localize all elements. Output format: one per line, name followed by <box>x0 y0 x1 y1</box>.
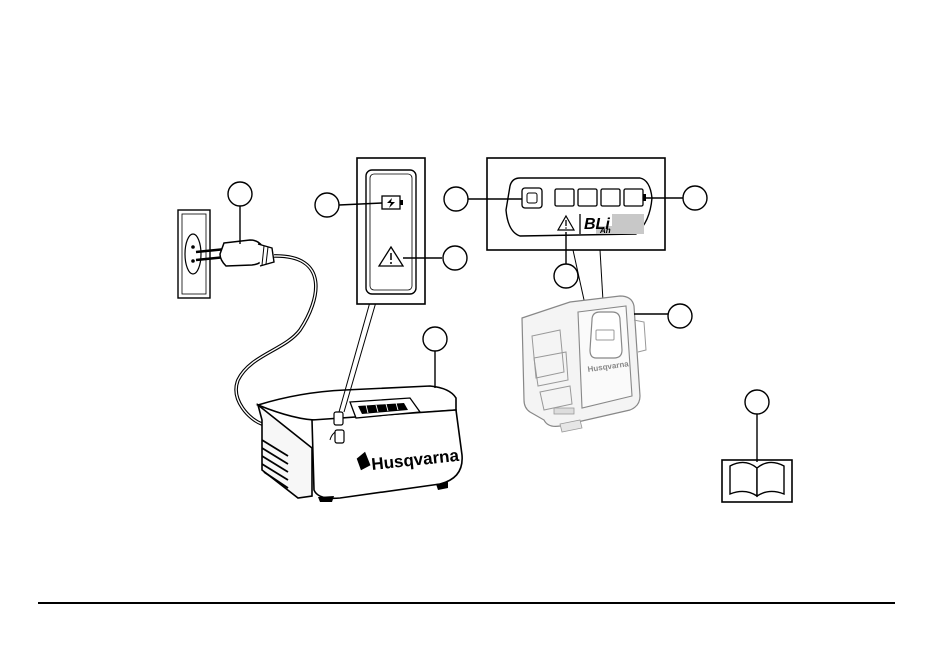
charge-level-led-icon <box>601 189 620 206</box>
reference-marker <box>683 186 707 210</box>
reference-marker <box>444 187 468 211</box>
charge-level-led-icon <box>624 189 643 206</box>
reference-marker <box>745 390 769 414</box>
battery-panel-callout: BLi Ah <box>468 158 683 264</box>
battery-charger: Husqvarna <box>258 386 462 502</box>
reference-marker <box>668 304 692 328</box>
battery-sub-label: Ah <box>599 226 611 235</box>
reference-marker <box>554 264 578 288</box>
charge-level-led-icon <box>555 189 574 206</box>
operators-manual-icon <box>722 414 792 502</box>
charge-level-led-icon <box>578 189 597 206</box>
charger-panel-callout <box>339 158 442 304</box>
reference-marker <box>315 193 339 217</box>
reference-marker <box>423 327 447 351</box>
wall-socket <box>178 210 210 298</box>
battery-power-button-icon <box>522 188 542 208</box>
reference-marker <box>228 182 252 206</box>
battery-pack: Husqvarna <box>522 296 668 432</box>
reference-marker <box>443 246 467 270</box>
